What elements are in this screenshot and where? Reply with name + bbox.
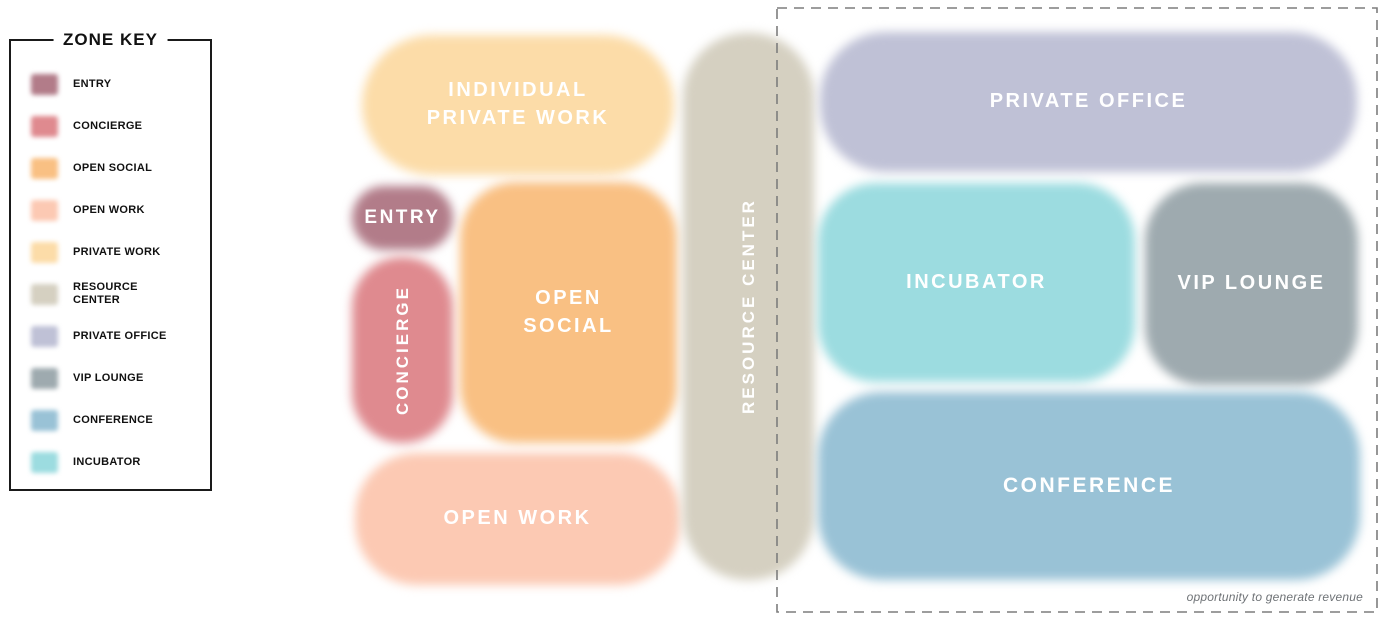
legend-label-private-work: PRIVATE WORK xyxy=(73,245,161,258)
legend-item-open-work: OPEN WORK xyxy=(11,189,210,231)
zone-open-work-label: OPEN WORK xyxy=(443,507,592,530)
legend-items: ENTRY CONCIERGE OPEN SOCIAL OPEN WORK PR… xyxy=(11,63,210,483)
zone-incubator-label: INCUBATOR xyxy=(906,270,1047,293)
legend-item-entry: ENTRY xyxy=(11,63,210,105)
zone-conference-label: CONFERENCE xyxy=(1002,473,1175,497)
zone-individual-private-work-label: INDIVIDUAL PRIVATE WORK xyxy=(426,79,610,129)
legend-label-incubator: INCUBATOR xyxy=(73,455,141,468)
zone-resource-center: RESOURCE CENTER xyxy=(683,33,814,580)
legend-label-open-work: OPEN WORK xyxy=(73,203,145,216)
zone-open-work-shape xyxy=(355,453,680,585)
zone-entry: ENTRY xyxy=(352,186,453,250)
legend-title: ZONE KEY xyxy=(53,30,168,50)
legend-swatch-resource-center xyxy=(31,283,58,305)
zone-open-social-label: OPEN SOCIAL xyxy=(523,286,614,337)
zone-incubator: INCUBATOR xyxy=(818,183,1135,382)
legend-swatch-incubator xyxy=(31,451,58,473)
zone-open-social-shape xyxy=(460,182,677,443)
zone-open-social: OPEN SOCIAL xyxy=(460,182,677,443)
legend-label-private-office: PRIVATE OFFICE xyxy=(73,329,167,342)
legend-item-conference: CONFERENCE xyxy=(11,399,210,441)
legend-item-private-office: PRIVATE OFFICE xyxy=(11,315,210,357)
zone-private-office-label: PRIVATE OFFICE xyxy=(989,90,1188,113)
legend-label-entry: ENTRY xyxy=(73,77,112,90)
legend-swatch-conference xyxy=(31,409,58,431)
legend-label-conference: CONFERENCE xyxy=(73,413,154,426)
zone-key-legend: ZONE KEY ENTRY CONCIERGE OPEN SOCIAL OPE… xyxy=(9,30,212,491)
legend-swatch-open-work xyxy=(31,199,58,221)
legend-label-resource-center: RESOURCE CENTER xyxy=(73,281,138,306)
legend-label-concierge: CONCIERGE xyxy=(73,119,143,132)
zone-entry-label: ENTRY xyxy=(364,206,441,228)
legend-label-vip-lounge: VIP LOUNGE xyxy=(73,371,144,384)
zone-individual-private-work: INDIVIDUAL PRIVATE WORK xyxy=(362,35,674,175)
legend-label-open-social: OPEN SOCIAL xyxy=(73,161,153,174)
zone-entry-shape xyxy=(352,186,453,250)
legend-swatch-open-social xyxy=(31,157,58,179)
zone-open-work: OPEN WORK xyxy=(355,453,680,585)
legend-item-resource-center: RESOURCE CENTER xyxy=(11,273,210,315)
legend-swatch-vip-lounge xyxy=(31,367,58,389)
legend-item-concierge: CONCIERGE xyxy=(11,105,210,147)
zone-resource-center-label: RESOURCE CENTER xyxy=(738,198,758,415)
zone-individual-private-work-shape xyxy=(362,35,674,175)
zone-vip-lounge: VIP LOUNGE xyxy=(1145,183,1358,385)
legend-item-incubator: INCUBATOR xyxy=(11,441,210,483)
legend-item-open-social: OPEN SOCIAL xyxy=(11,147,210,189)
legend-swatch-concierge xyxy=(31,115,58,137)
revenue-note: opportunity to generate revenue xyxy=(1186,590,1363,604)
zone-concierge-label: CONCIERGE xyxy=(392,285,412,415)
zone-private-office: PRIVATE OFFICE xyxy=(820,32,1357,172)
zone-conference: CONFERENCE xyxy=(818,392,1360,580)
zone-concierge: CONCIERGE xyxy=(352,257,453,443)
legend-swatch-private-work xyxy=(31,241,58,263)
legend-swatch-private-office xyxy=(31,325,58,347)
zone-concierge-shape xyxy=(352,257,453,443)
legend-item-private-work: PRIVATE WORK xyxy=(11,231,210,273)
legend-item-vip-lounge: VIP LOUNGE xyxy=(11,357,210,399)
zone-vip-lounge-label: VIP LOUNGE xyxy=(1177,272,1326,295)
legend-swatch-entry xyxy=(31,73,58,95)
